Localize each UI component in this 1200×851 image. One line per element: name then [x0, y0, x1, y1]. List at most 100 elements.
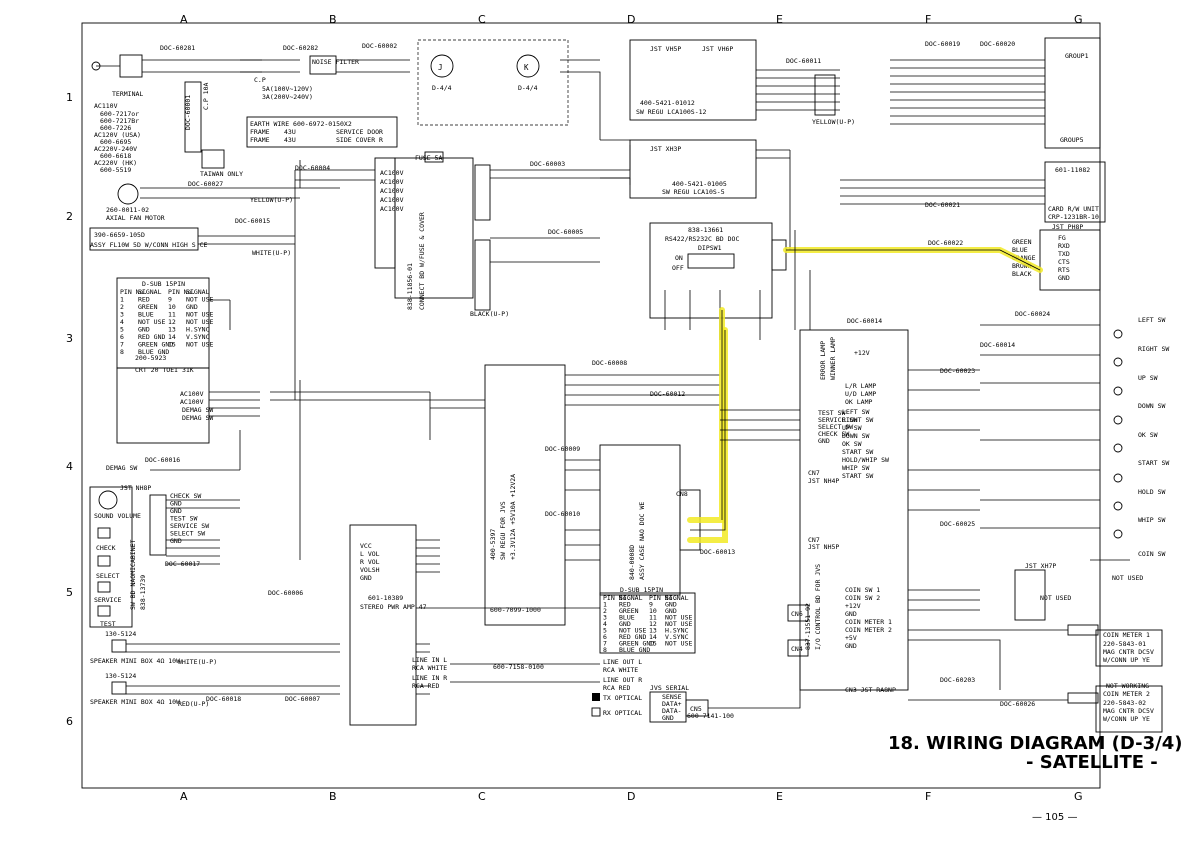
dip-switch-block[interactable] [687, 253, 735, 269]
svg-text:600-7217Br: 600-7217Br [100, 117, 139, 125]
svg-text:DIPSW1: DIPSW1 [698, 244, 722, 252]
check-button[interactable] [97, 527, 111, 539]
table-cell: 7 [120, 341, 124, 349]
svg-text:DOC-60003: DOC-60003 [530, 160, 565, 168]
svg-text:CN6: CN6 [791, 610, 803, 618]
lamp-down-icon [1113, 415, 1123, 425]
svg-text:DOC-60017: DOC-60017 [165, 560, 200, 568]
svg-text:DOC-60007: DOC-60007 [285, 695, 320, 703]
table-header-cell: SIGNAL [665, 594, 689, 602]
speaker-l-icon [111, 639, 127, 653]
table-cell: 9 [168, 296, 172, 304]
lamp-whip-icon [1113, 529, 1123, 539]
ac-pin: AC100V [380, 196, 404, 204]
service-signal: GND [818, 437, 830, 445]
svg-text:837-13551-92: 837-13551-92 [804, 603, 812, 650]
service-button[interactable] [97, 581, 111, 593]
card-wire: BLACK [1012, 270, 1032, 278]
connector-j-icon [430, 54, 454, 78]
table-cell: NOT USE [138, 318, 165, 326]
svg-text:JST NH5P: JST NH5P [808, 543, 839, 551]
table-cell: RED [138, 296, 150, 304]
coin-signal: COIN SW 2 [845, 594, 880, 602]
svg-text:ERROR LAMP: ERROR LAMP [819, 341, 827, 380]
connect-bd-ac-out [474, 239, 491, 311]
connector-k-icon [516, 54, 540, 78]
table-cell: 8 [603, 646, 607, 654]
grid-row-1: 1 [66, 91, 73, 104]
title-block: 18. WIRING DIAGRAM (D-3/4) - SATELLITE - [888, 733, 1183, 773]
svg-text:TX OPTICAL: TX OPTICAL [603, 694, 642, 702]
table-cell: GREEN GND [619, 640, 654, 648]
amp-pin: VOLSH [360, 566, 380, 574]
check-signal: GND [170, 500, 182, 508]
grid-col-e-top: E [776, 13, 783, 26]
svg-text:D-4/4: D-4/4 [518, 84, 538, 92]
svg-text:ASSY CASE NAO DOC WE: ASSY CASE NAO DOC WE [638, 502, 646, 580]
highlighted-wire [687, 247, 1043, 543]
service-signal: SERVICE SW [818, 416, 857, 424]
table-cell: NOT USE [665, 620, 692, 628]
card-wire: BROWN [1012, 262, 1032, 270]
table-header-cell: PIN No. [603, 594, 630, 602]
coin-meter-2-counter [1067, 692, 1099, 704]
svg-text:AC220V (HK): AC220V (HK) [94, 159, 137, 167]
svg-text:LEFT SW: LEFT SW [1138, 316, 1165, 324]
service-signal: TEST SW [818, 409, 845, 417]
svg-text:CRP-1231BR-10: CRP-1231BR-10 [1048, 213, 1099, 221]
svg-text:DOC-60021: DOC-60021 [925, 201, 960, 209]
table-cell: GREEN GND [138, 341, 173, 349]
table-cell: NOT USE [665, 614, 692, 622]
svg-text:600-7099-1000: 600-7099-1000 [490, 606, 541, 614]
table-cell: GND [619, 620, 631, 628]
grid-col-g-bottom: G [1074, 790, 1083, 803]
select-button[interactable] [97, 555, 111, 567]
table-cell: NOT USE [186, 341, 213, 349]
svg-text:FRAME: FRAME [250, 128, 270, 136]
table-header-cell: SIGNAL [186, 288, 210, 296]
sw-regu-100s [629, 39, 757, 121]
check-signal: SERVICE SW [170, 522, 209, 530]
svg-text:600-6618: 600-6618 [100, 152, 131, 160]
cn6-box [787, 604, 809, 622]
svg-text:COIN METER 2: COIN METER 2 [1103, 690, 1150, 698]
svg-text:SELECT: SELECT [96, 572, 120, 580]
group-section: DOC-60019 DOC-60020 GROUP1 GROUP5 [890, 37, 1101, 149]
svg-text:WHIP SW: WHIP SW [1138, 516, 1165, 524]
svg-text:DOC-60005: DOC-60005 [548, 228, 583, 236]
table-cell: 11 [168, 311, 176, 319]
coin-signal: COIN METER 2 [845, 626, 892, 634]
taiwan-only-label: TAIWAN ONLY [200, 170, 243, 178]
svg-text:DOC-60004: DOC-60004 [295, 164, 330, 172]
svg-text:RX OPTICAL: RX OPTICAL [603, 709, 642, 717]
svg-text:AC110V: AC110V [94, 102, 118, 110]
svg-text:DOC-60018: DOC-60018 [206, 695, 241, 703]
io-signal: RIGHT SW [842, 416, 873, 424]
page-number: — 105 — [1032, 812, 1077, 823]
ac-pin: AC100V [380, 187, 404, 195]
service-signal: CHECK SW [818, 430, 849, 438]
svg-text:600-7158-0100: 600-7158-0100 [493, 663, 544, 671]
svg-text:400-5421-01005: 400-5421-01005 [672, 180, 727, 188]
svg-text:DOC-60203: DOC-60203 [940, 676, 975, 684]
group-box [1044, 37, 1101, 149]
table-cell: 8 [120, 348, 124, 356]
io-signal: LEFT SW [842, 408, 869, 416]
svg-text:NOT USED: NOT USED [1112, 574, 1143, 582]
test-button[interactable] [97, 605, 111, 617]
svg-text:+3.3V12A +5V10A +12V2A: +3.3V12A +5V10A +12V2A [509, 474, 517, 560]
jvs-supply-section: DOC-60008 400-5397 SW REGU FOR JVS +3.3V… [484, 359, 735, 626]
doc60001-connector [184, 81, 202, 153]
io-signal: START SW [842, 472, 873, 480]
grid-row-4: 4 [66, 460, 73, 473]
table-cell: 5 [603, 627, 607, 635]
table-cell: 14 [649, 633, 657, 641]
table-cell: 5 [120, 326, 124, 334]
svg-text:LINE IN L: LINE IN L [412, 656, 447, 664]
svg-text:DEMAG SW: DEMAG SW [182, 414, 213, 422]
table-cell: 2 [603, 607, 607, 615]
